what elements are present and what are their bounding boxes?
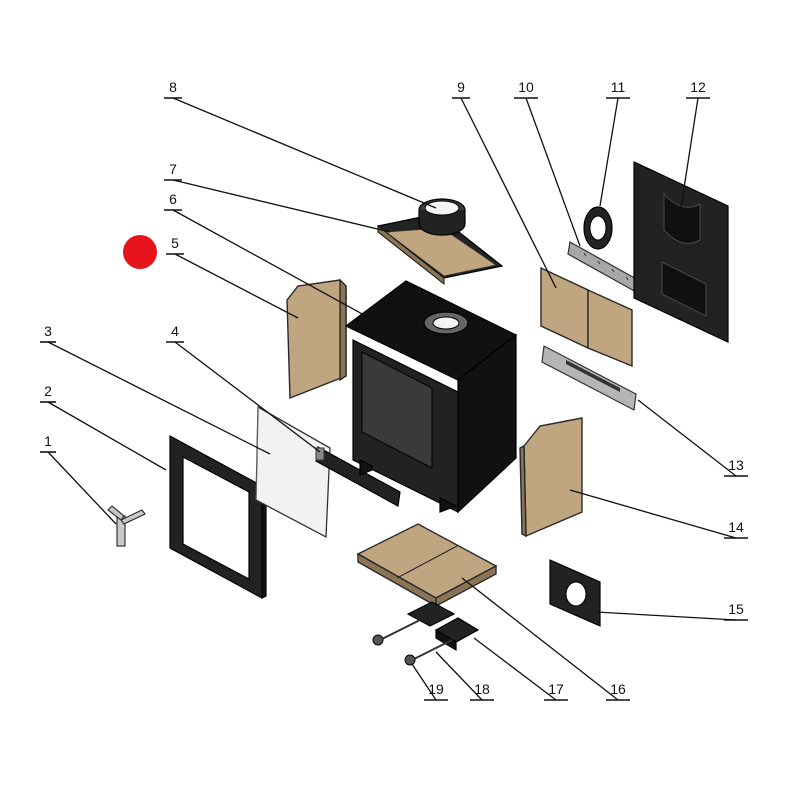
callout-18: 18	[435, 651, 494, 701]
callout-4: 4	[166, 323, 321, 453]
part-16-base-bricks	[356, 523, 498, 608]
part-1-handle	[107, 505, 146, 547]
callout-1: 1	[40, 433, 117, 525]
callout-13: 13	[637, 399, 748, 477]
callout-12: 12	[679, 79, 710, 215]
callout-number: 4	[171, 323, 179, 339]
callout-number: 18	[474, 681, 490, 697]
callout-2: 2	[40, 383, 167, 471]
callout-16: 16	[461, 577, 630, 701]
callout-number: 14	[728, 519, 744, 535]
part-15-air-inlet-plate	[549, 559, 601, 627]
callout-number: 3	[44, 323, 52, 339]
part-12-back-plate	[633, 161, 729, 343]
part-14-right-brick	[519, 417, 583, 538]
callout-6: 6	[164, 191, 385, 327]
callout-number: 7	[169, 161, 177, 177]
callout-7: 7	[164, 161, 391, 233]
callout-9: 9	[452, 79, 557, 289]
callout-number: 6	[169, 191, 177, 207]
part-6-stove-body	[344, 280, 518, 514]
callout-number: 17	[548, 681, 564, 697]
part-18-riddling-rod	[404, 639, 453, 666]
callout-8: 8	[164, 79, 437, 209]
callout-number: 10	[518, 79, 534, 95]
part-8-flue-collar	[418, 198, 466, 236]
part-9-rear-brick	[540, 266, 633, 368]
callout-5: 5	[166, 235, 299, 319]
part-5-left-brick	[286, 278, 347, 400]
callout-10: 10	[514, 79, 581, 247]
callout-number: 13	[728, 457, 744, 473]
part-2-door-frame	[169, 434, 267, 600]
callout-3: 3	[40, 323, 271, 455]
callout-number: 5	[171, 235, 179, 251]
callout-11: 11	[599, 79, 630, 207]
callout-number: 2	[44, 383, 52, 399]
callout-number: 9	[457, 79, 465, 95]
part-17-grate-holder	[434, 617, 480, 652]
red-marker-dot	[123, 235, 157, 269]
callout-15: 15	[595, 601, 748, 621]
callout-number: 1	[44, 433, 52, 449]
part-4-retaining-bar	[315, 446, 401, 507]
callout-number: 15	[728, 601, 744, 617]
part-19-riddling-plate	[372, 601, 456, 646]
part-11-spigot-ring	[583, 206, 613, 250]
callout-14: 14	[569, 489, 748, 539]
callout-17: 17	[473, 637, 568, 701]
part-7-baffle-plate	[376, 213, 504, 286]
callout-number: 8	[169, 79, 177, 95]
callout-number: 16	[610, 681, 626, 697]
part-13-throat-bar	[541, 345, 637, 411]
callout-number: 19	[428, 681, 444, 697]
callout-number: 12	[690, 79, 706, 95]
part-3-glass	[255, 405, 331, 539]
callout-19: 19	[411, 663, 448, 701]
callout-number: 11	[611, 79, 626, 95]
